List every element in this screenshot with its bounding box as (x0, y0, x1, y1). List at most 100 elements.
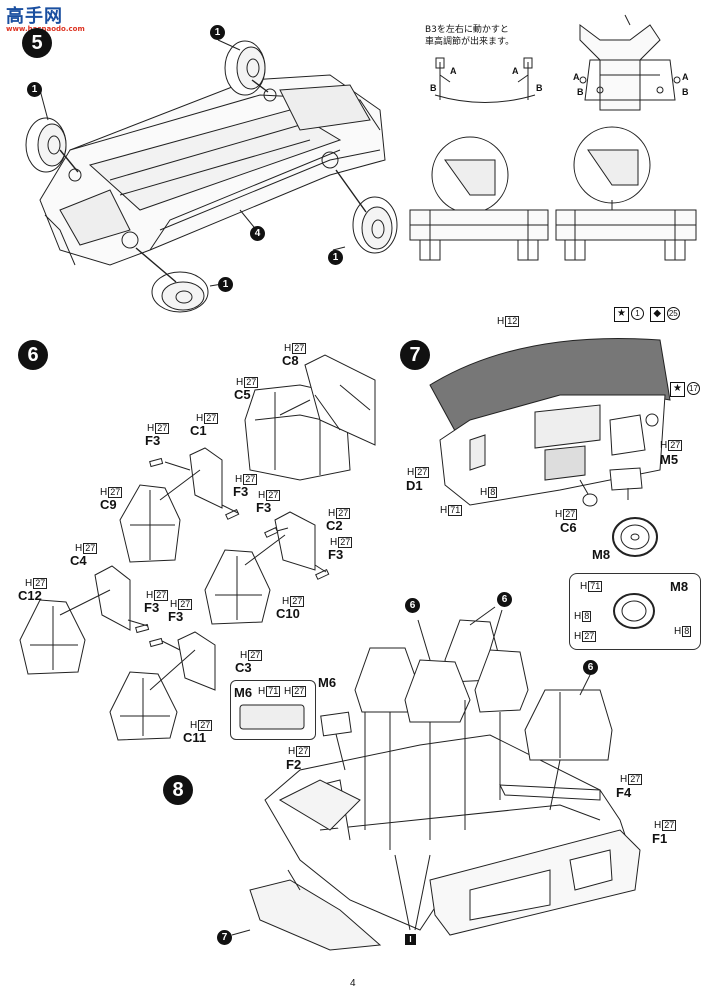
letter-b: B (577, 87, 584, 97)
part-f3: F3 (233, 484, 249, 499)
part-c11: C11 (183, 730, 207, 745)
part-m6: M6 (234, 685, 253, 700)
wheel-rear-right (224, 40, 266, 96)
part-f3: F3 (144, 600, 160, 615)
letter-b: B (430, 83, 437, 93)
letter-a: A (682, 72, 689, 82)
part-c3: C3 (235, 660, 252, 675)
part-c9: C9 (100, 497, 117, 512)
pin-icon: I (405, 934, 416, 945)
note-line-1: B3を左右に動かすと (425, 25, 509, 35)
seats-drawing (19, 354, 376, 741)
star-icon: ★ (670, 382, 685, 397)
step-number-5: 5 (22, 28, 52, 58)
part-c12: C12 (18, 588, 42, 603)
part-f3: F3 (168, 609, 184, 624)
decal-icon: ◆ (649, 307, 665, 322)
callout-1: 1 (210, 25, 225, 40)
chassis-drawing (25, 39, 398, 313)
letter-a: A (450, 66, 457, 76)
m6-detail-box (230, 680, 316, 740)
step-number-7: 7 (400, 340, 430, 370)
interior-drawing (239, 619, 641, 951)
step-number-6: 6 (18, 340, 48, 370)
callout-1: 1 (218, 277, 233, 292)
part-m6: M6 (318, 675, 337, 690)
callout-7: 7 (217, 930, 232, 945)
part-f3: F3 (256, 500, 272, 515)
part-m8: M8 (592, 547, 611, 562)
callout-1: 1 (328, 250, 343, 265)
wheel-front-right (352, 196, 398, 254)
part-f3: F3 (145, 433, 161, 448)
step-number-8: 8 (163, 775, 193, 805)
part-c2: C2 (326, 518, 343, 533)
part-m8: M8 (670, 579, 689, 594)
part-m5: M5 (660, 452, 679, 467)
steering-wheel-detail-box (569, 573, 701, 650)
suspension-detail (409, 14, 697, 261)
part-c8: C8 (282, 353, 299, 368)
part-f2: F2 (286, 757, 302, 772)
part-f3: F3 (328, 547, 344, 562)
page-number: 4 (350, 978, 356, 989)
part-c4: C4 (70, 553, 87, 568)
sticker-ref-1-25: ★1 ◆25 (614, 307, 680, 322)
part-d1: D1 (406, 478, 423, 493)
callout-6: 6 (583, 660, 598, 675)
letter-b: B (682, 87, 689, 97)
height-adjust-note: B3を左右に動かすと 車高調節が出来ます。 (425, 24, 565, 48)
wheel-front-left (151, 271, 209, 313)
star-icon: ★ (614, 307, 629, 322)
letter-b: B (536, 83, 543, 93)
callout-6: 6 (405, 598, 420, 613)
part-c10: C10 (276, 606, 300, 621)
dashboard-drawing (429, 338, 671, 629)
letter-a: A (512, 66, 519, 76)
part-c1: C1 (190, 423, 207, 438)
callout-4: 4 (250, 226, 265, 241)
part-c6: C6 (560, 520, 577, 535)
part-f4: F4 (616, 785, 632, 800)
wheel-rear-left (25, 117, 67, 173)
sticker-ref-17: ★17 (670, 382, 700, 397)
letter-a: A (573, 72, 580, 82)
part-f1: F1 (652, 831, 668, 846)
callout-1: 1 (27, 82, 42, 97)
part-c5: C5 (234, 387, 251, 402)
